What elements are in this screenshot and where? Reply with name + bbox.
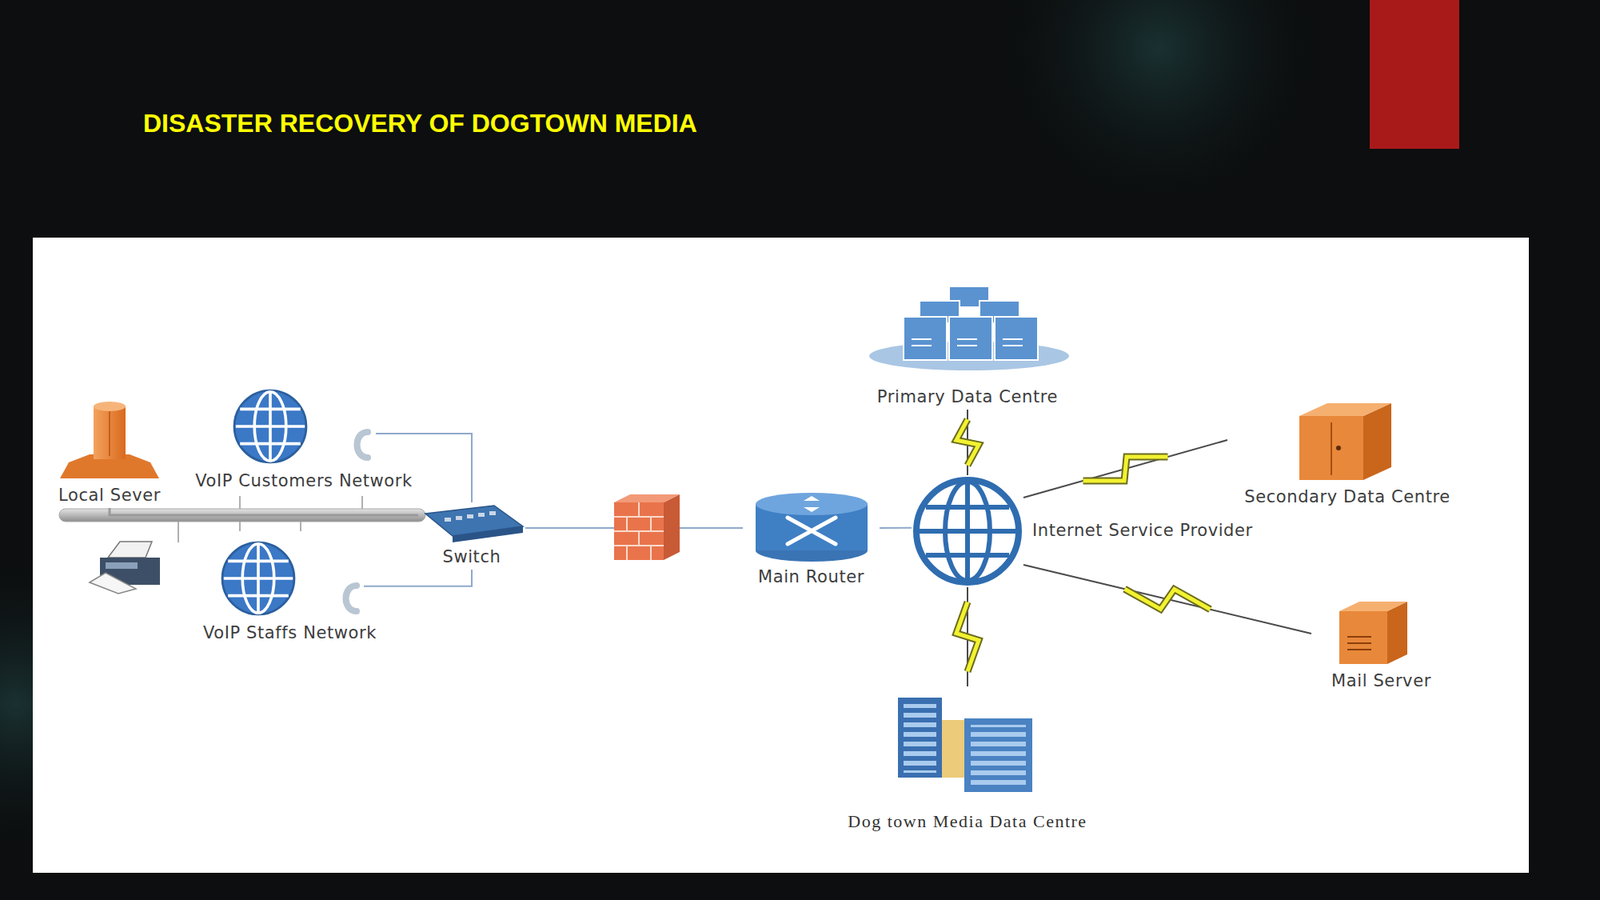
mail-server-icon (1339, 601, 1408, 664)
phone-icon (346, 585, 358, 611)
glow (983, 0, 1336, 224)
data-centre-node: Secondary Data Centre (1227, 393, 1468, 510)
wireless-link (956, 409, 979, 475)
wireless-link (1023, 439, 1228, 498)
data-centre-node: Dog town Media Data Centre (841, 686, 1094, 834)
server-racks-icon (897, 697, 1033, 792)
connector-line (109, 507, 419, 515)
accent-bar (1369, 0, 1460, 149)
network-node: VoIP Staffs Network (215, 537, 364, 620)
lightning-bolt (1083, 456, 1169, 481)
lightning-bolt (1125, 588, 1211, 610)
wireless-link (1023, 564, 1312, 634)
lightning-bolt (956, 418, 979, 465)
network-link (109, 507, 419, 515)
server-node: Local Sever (49, 395, 170, 508)
network-link (363, 569, 472, 587)
node-label: Local Sever (58, 485, 161, 506)
node-label: Primary Data Centre (877, 387, 1058, 407)
isp-globe-icon (916, 479, 1019, 583)
server-tower-icon (59, 401, 160, 479)
connector-line (1023, 439, 1228, 498)
lightning-outline (1083, 456, 1169, 481)
lightning-outline (956, 602, 979, 672)
node-label: Internet Service Provider (1029, 520, 1256, 541)
mail-server-node: Mail Server (1311, 593, 1452, 694)
page-title: DISASTER RECOVERY OF DOGTOWN MEDIA (143, 108, 698, 139)
node-label: Main Router (758, 566, 865, 587)
data-centre-node: Primary Data Centre (855, 279, 1080, 410)
switch-node: Switch (418, 502, 526, 570)
phone-icon (357, 431, 369, 458)
connector-line (1023, 564, 1312, 634)
connector-line (375, 433, 472, 503)
router-icon (755, 492, 868, 562)
isp-node: Internet Service Provider (911, 474, 1024, 587)
firewall-icon (614, 494, 680, 560)
node-label: Dog town Media Data Centre (847, 810, 1087, 832)
lightning-bolt (956, 602, 979, 672)
node-label: Mail Server (1331, 670, 1432, 691)
globe-icon (222, 542, 295, 615)
connector-line (879, 526, 912, 529)
globe-icon (234, 390, 307, 463)
node-label: Secondary Data Centre (1244, 486, 1451, 507)
printer-icon (89, 541, 160, 594)
diagram-panel (32, 237, 1529, 873)
lightning-outline (956, 418, 979, 465)
data-centre-icon (869, 286, 1070, 371)
network-bus (59, 508, 426, 522)
node-label: VoIP Staffs Network (203, 622, 377, 643)
network-link (879, 526, 912, 528)
node-label: Switch (442, 546, 501, 567)
lightning-outline (1125, 588, 1211, 610)
node-label: VoIP Customers Network (195, 470, 413, 491)
wireless-link (956, 586, 979, 687)
connector-line (363, 569, 472, 587)
switch-icon (425, 505, 523, 543)
router-node: Main Router (742, 489, 880, 590)
network-link (375, 433, 472, 503)
network-node: VoIP Customers Network (231, 387, 376, 468)
cabinet-icon (1299, 402, 1392, 480)
